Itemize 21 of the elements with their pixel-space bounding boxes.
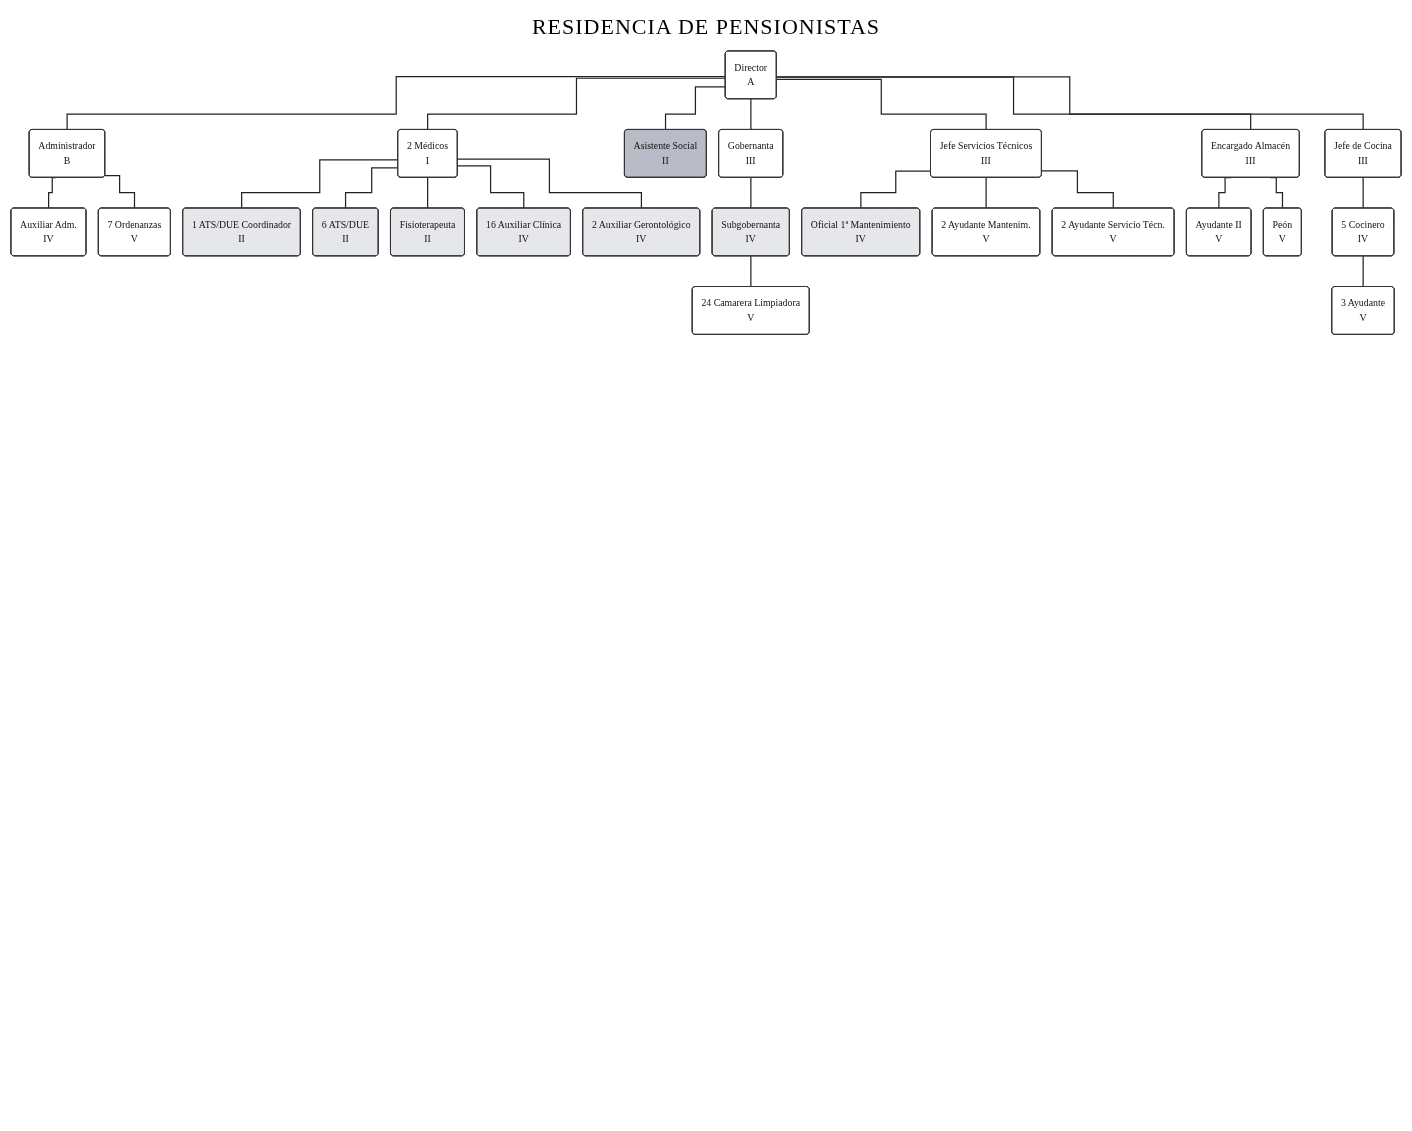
- connector: [456, 165, 525, 209]
- connector: [66, 76, 727, 131]
- connector: [775, 78, 987, 131]
- connector: [750, 255, 752, 288]
- connector: [860, 170, 932, 209]
- connector: [775, 76, 1364, 131]
- diagram-title: RESIDENCIA DE PENSIONISTAS: [530, 14, 882, 40]
- connector: [104, 175, 136, 209]
- connector: [664, 86, 727, 131]
- connector: [344, 167, 399, 209]
- connector: [750, 98, 752, 131]
- connector: [750, 177, 752, 209]
- connector: [427, 77, 727, 131]
- connector: [427, 177, 429, 209]
- connector: [456, 158, 643, 209]
- connector: [985, 177, 987, 209]
- connector: [1362, 177, 1364, 209]
- connector: [241, 159, 399, 209]
- connector: [1362, 255, 1364, 288]
- connector: [1041, 170, 1115, 209]
- connector: [775, 76, 1252, 131]
